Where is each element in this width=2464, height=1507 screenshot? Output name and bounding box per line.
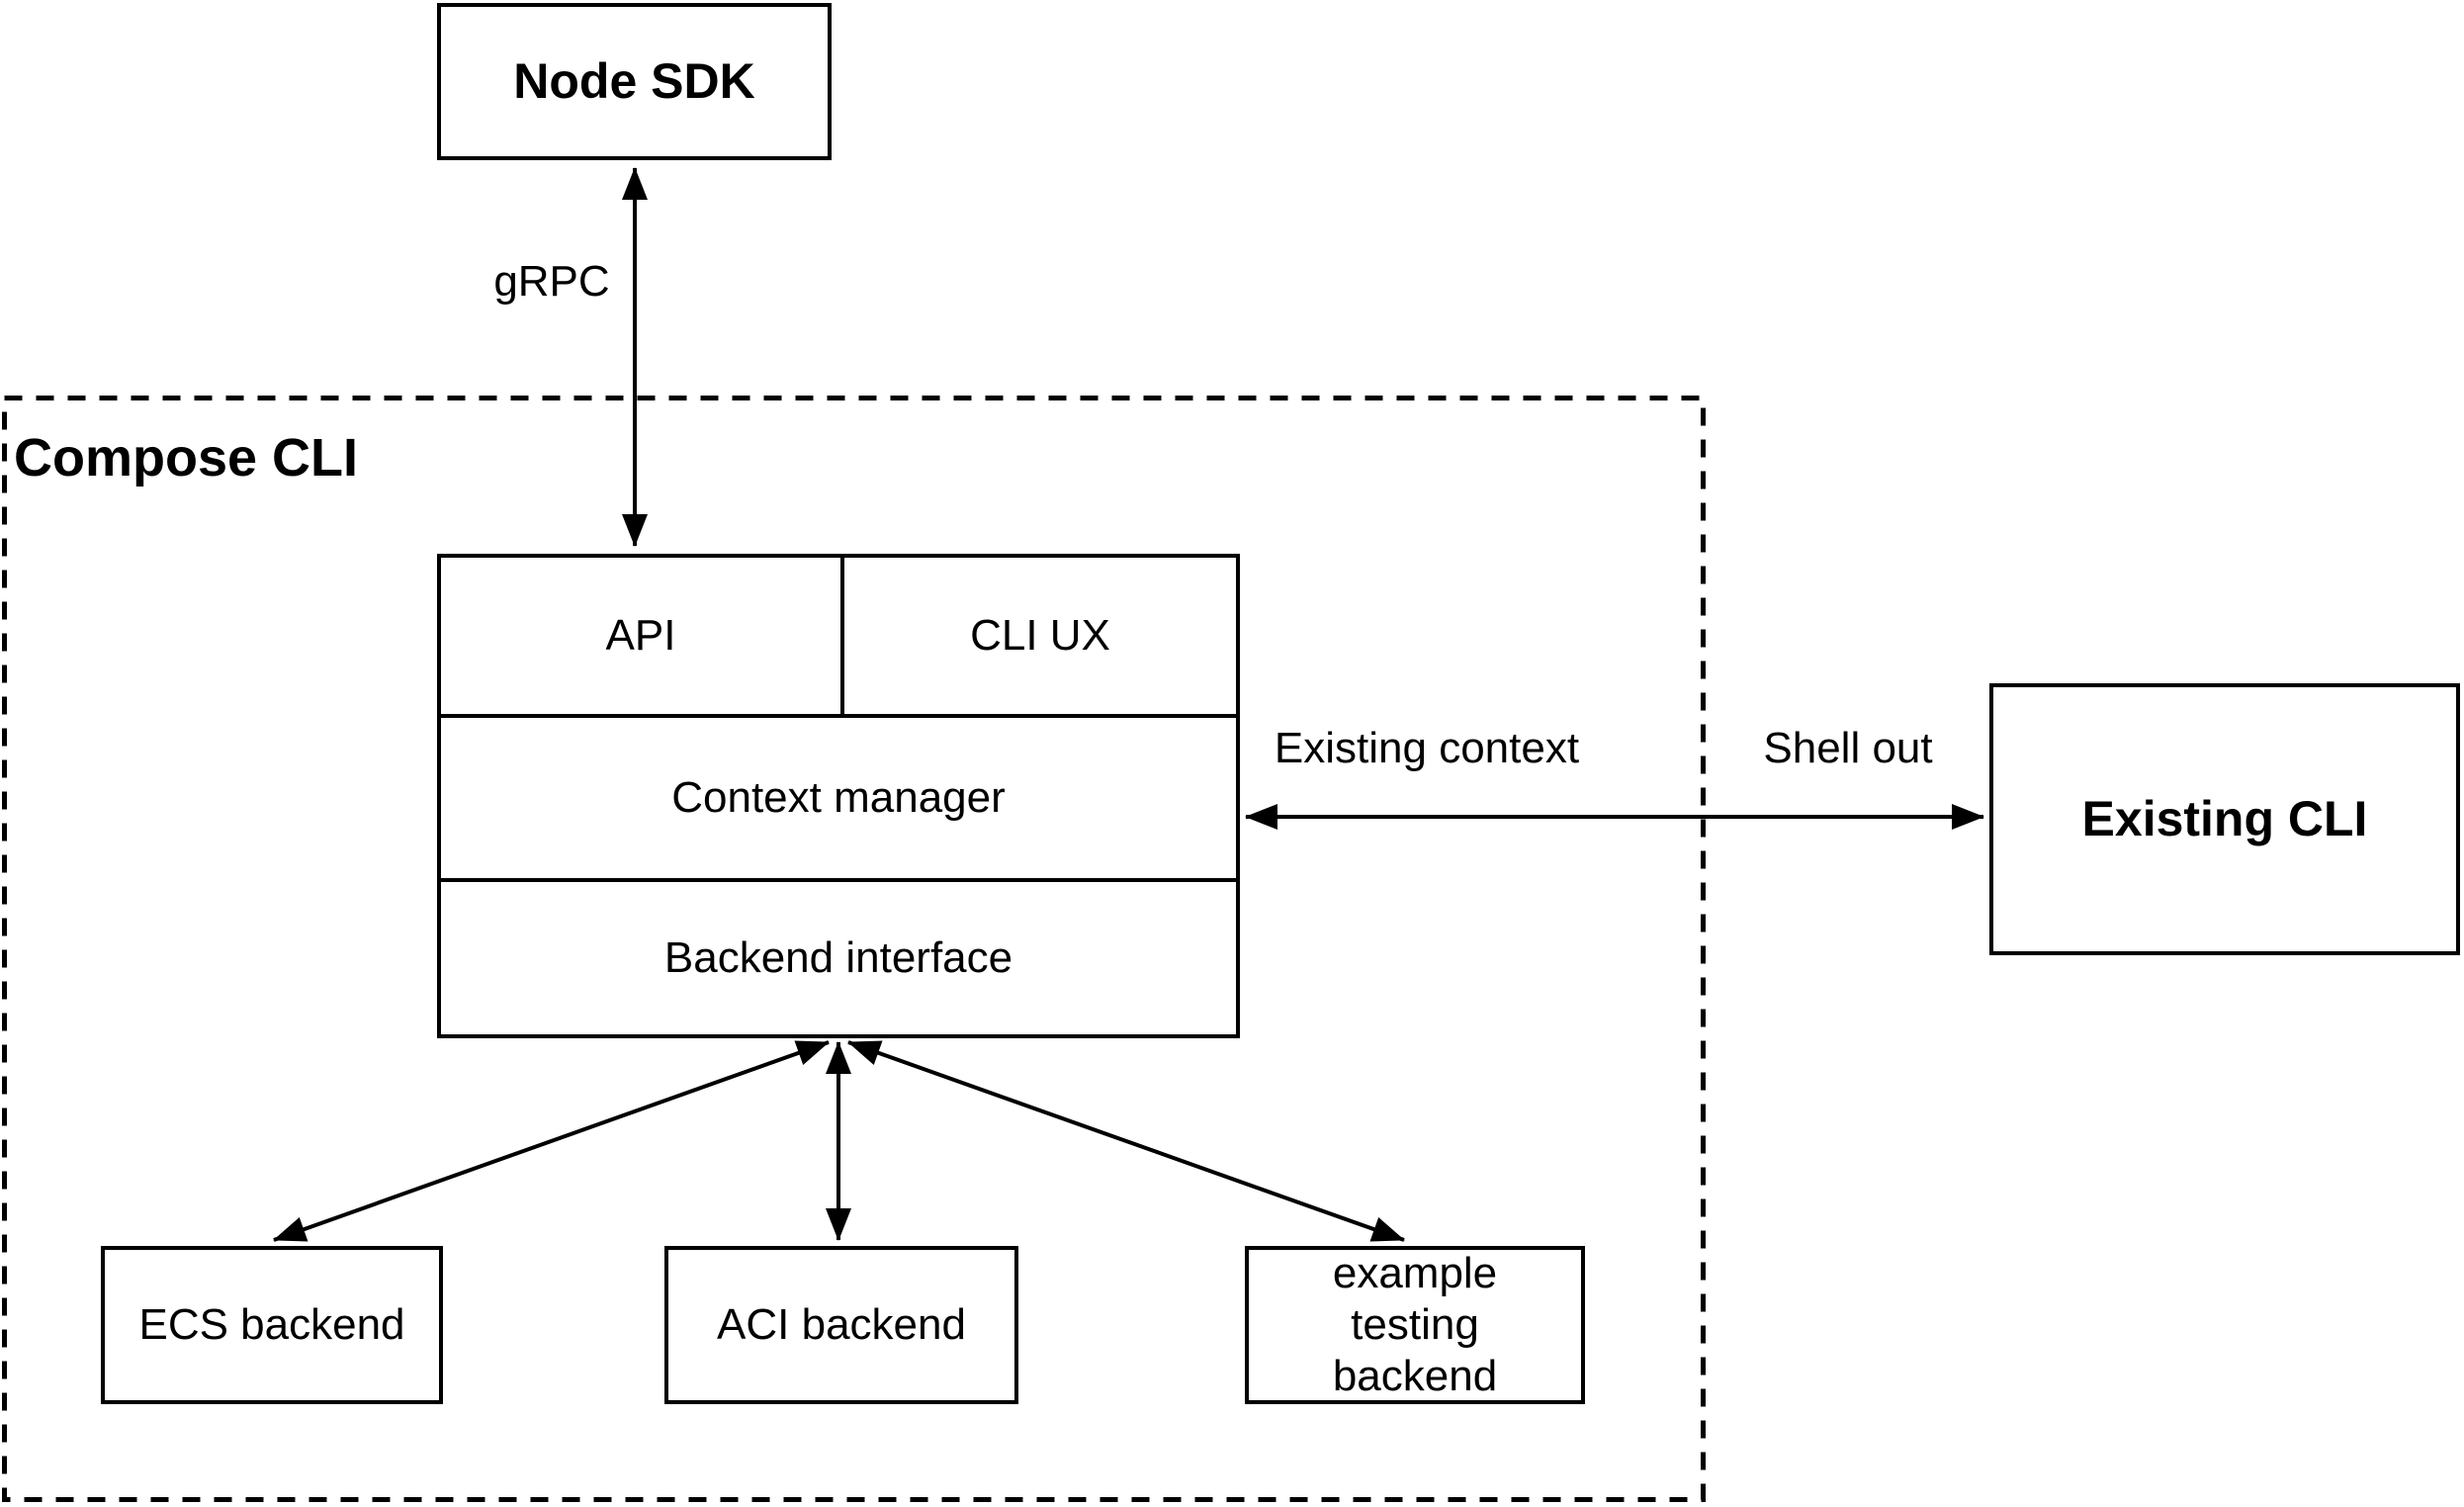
- node-sdk-box: Node SDK: [437, 3, 832, 160]
- backend-interface-box: Backend interface: [441, 878, 1236, 1034]
- backend-to-ecs-arrow: [273, 1040, 830, 1242]
- api-box: API: [441, 558, 844, 714]
- grpc-edge-label: gRPC: [489, 257, 614, 307]
- ecs-backend-box: ECS backend: [101, 1246, 443, 1404]
- context-manager-box: Context manager: [441, 714, 1236, 878]
- backend-to-example-arrow: [847, 1040, 1405, 1242]
- node-sdk-label: Node SDK: [513, 53, 755, 109]
- context-manager-label: Context manager: [671, 773, 1006, 822]
- api-label: API: [605, 611, 676, 660]
- aci-backend-label: ACI backend: [717, 1300, 966, 1350]
- compose-cli-group-label: Compose CLI: [14, 428, 359, 488]
- example-testing-backend-label: example testing backend: [1332, 1249, 1498, 1400]
- compose-cli-stack: API CLI UX Context manager Backend inter…: [437, 554, 1240, 1038]
- compose-cli-dashed-boundary: [2, 396, 1706, 1502]
- existing-cli-box: Existing CLI: [1989, 683, 2460, 955]
- stack-top-row: API CLI UX: [441, 558, 1236, 714]
- ecs-backend-label: ECS backend: [138, 1300, 405, 1350]
- existing-cli-label: Existing CLI: [2081, 791, 2368, 846]
- shell-out-edge-label: Shell out: [1759, 724, 1937, 773]
- aci-backend-box: ACI backend: [664, 1246, 1018, 1404]
- example-testing-backend-box: example testing backend: [1245, 1246, 1585, 1404]
- backend-interface-label: Backend interface: [663, 933, 1013, 982]
- cli-ux-box: CLI UX: [844, 558, 1236, 714]
- existing-context-edge-label: Existing context: [1270, 724, 1584, 773]
- cli-ux-label: CLI UX: [970, 611, 1110, 660]
